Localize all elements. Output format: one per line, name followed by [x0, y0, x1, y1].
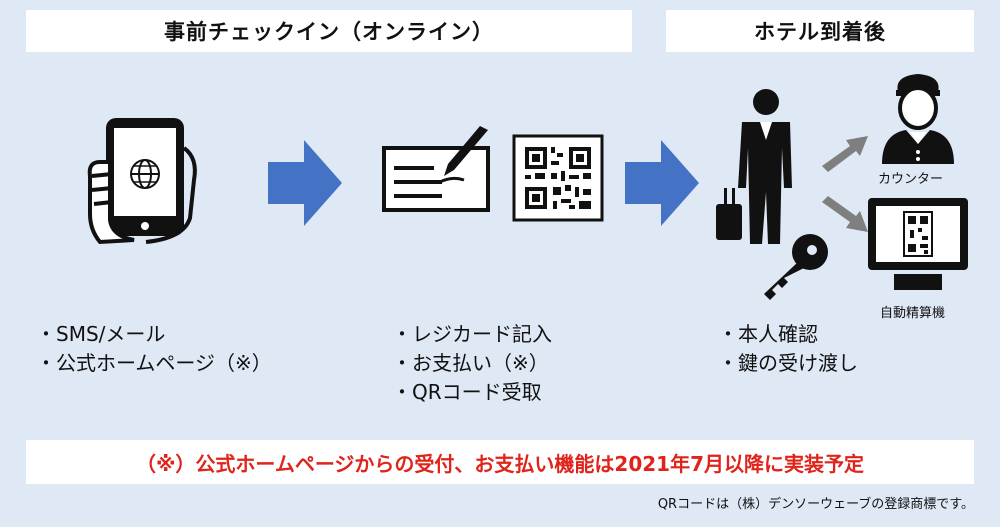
trademark-notice: QRコードは（株）デンソーウェーブの登録商標です。: [657, 497, 974, 512]
header-after-arrival: ホテル到着後: [666, 10, 974, 52]
smartphone-hand-icon: [87, 118, 197, 245]
registration-card-icon: [382, 126, 490, 212]
branch-arrow-down: [822, 196, 868, 232]
kiosk-monitor-icon: [868, 198, 968, 290]
qr-code-icon: [512, 134, 604, 222]
hotel-staff-icon: [882, 74, 954, 164]
list-item: 鍵の受け渡し: [718, 349, 858, 378]
key-icon: [764, 234, 828, 300]
flow-arrow-1: [268, 140, 342, 226]
step3-list: 本人確認 鍵の受け渡し: [718, 320, 858, 378]
list-item: 本人確認: [718, 320, 858, 349]
list-item: QRコード受取: [392, 378, 552, 407]
traveler-icon: [716, 89, 792, 244]
list-item: お支払い（※）: [392, 349, 552, 378]
list-item: 公式ホームページ（※）: [36, 349, 272, 378]
branch-arrow-up: [822, 136, 868, 172]
step2-list: レジカード記入 お支払い（※） QRコード受取: [392, 320, 552, 407]
header-online-checkin: 事前チェックイン（オンライン）: [26, 10, 632, 52]
list-item: SMS/メール: [36, 320, 272, 349]
caption-counter: カウンター: [878, 172, 944, 187]
implementation-note: （※）公式ホームページからの受付、お支払い機能は2021年7月以降に実装予定: [26, 440, 974, 484]
caption-kiosk: 自動精算機: [880, 306, 946, 321]
step1-list: SMS/メール 公式ホームページ（※）: [36, 320, 272, 378]
flow-arrow-2: [625, 140, 699, 226]
list-item: レジカード記入: [392, 320, 552, 349]
